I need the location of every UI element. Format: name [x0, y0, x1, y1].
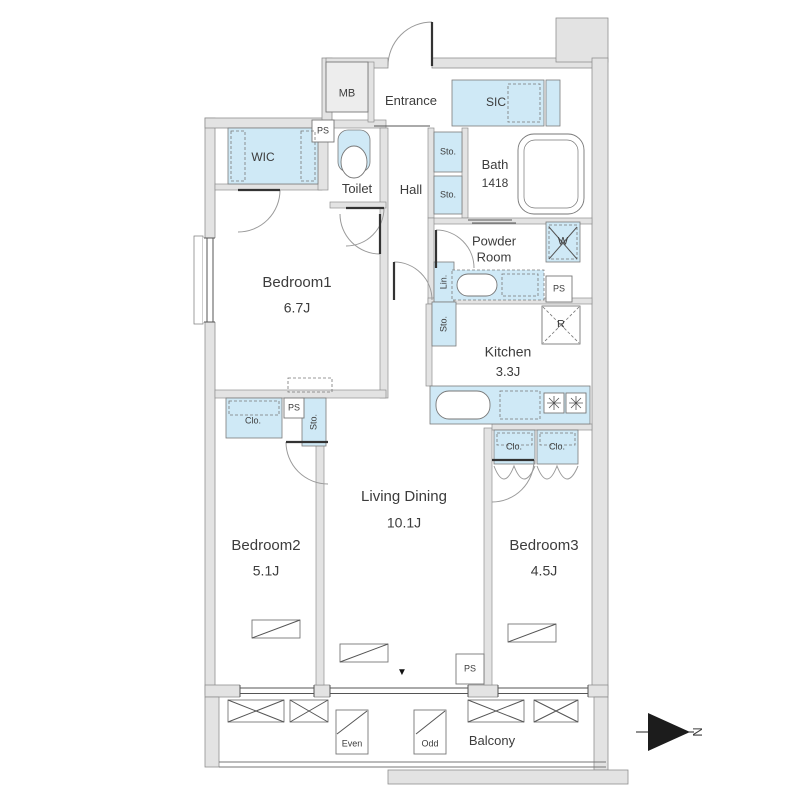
- storage-box-1: [433, 131, 463, 173]
- sto-label-3: Sto.: [438, 315, 449, 333]
- washbasin: [456, 273, 498, 297]
- entrance-door-arc: [387, 21, 433, 67]
- bedroom1-door-arc: [339, 213, 381, 255]
- even-label: Even: [341, 738, 363, 749]
- bedroom3-door-arc: [491, 459, 535, 503]
- bedroom1-name-label: Bedroom1: [262, 274, 332, 291]
- toilet-bowl: [340, 145, 368, 179]
- closet-bedroom3-a: [493, 429, 536, 465]
- storage-box-4: [301, 397, 327, 447]
- storage-box-2: [433, 175, 463, 215]
- closet-curtain-a: [493, 464, 536, 480]
- bedroom1-size-label: 6.7J: [283, 299, 311, 316]
- ps-label-2: PS: [552, 283, 566, 294]
- bedroom2-door-arc: [285, 441, 329, 485]
- kitchen-label: Kitchen: [484, 343, 532, 360]
- kitchen-sink: [435, 390, 491, 420]
- kitchen-size-label: 3.3J: [495, 364, 521, 380]
- section-pointer: ▼: [397, 667, 407, 678]
- powder-room-label: Powder Room: [471, 233, 517, 264]
- hall-door-arc: [393, 261, 433, 301]
- linen-label: Lin.: [438, 274, 449, 290]
- fixture-fills: [225, 79, 591, 465]
- balcony-railing: [219, 761, 606, 768]
- meter-box: [325, 61, 369, 113]
- bedroom3-size-label: 4.5J: [530, 562, 558, 579]
- bedroom2-size-label: 5.1J: [252, 562, 280, 579]
- living-dining-size-label: 10.1J: [386, 514, 422, 531]
- north-arrow-triangle: [648, 713, 690, 751]
- wic-area: [227, 127, 319, 185]
- living-dining-name-label: Living Dining: [361, 488, 447, 505]
- pipe-space-box-4: [455, 653, 485, 685]
- bath-label: Bath: [481, 157, 509, 173]
- interior-walls: [214, 61, 593, 686]
- hall-label: Hall: [399, 182, 423, 198]
- sic-area: [451, 79, 545, 127]
- toilet-label: Toilet: [341, 181, 373, 197]
- closet-bedroom2: [225, 397, 283, 439]
- wic-label: WIC: [251, 149, 275, 164]
- storage-box-3: [431, 301, 457, 347]
- window-sill: [193, 235, 204, 325]
- washer-label: W: [557, 235, 569, 248]
- north-label: N: [689, 727, 705, 737]
- powder-door-arc: [435, 229, 475, 269]
- balcony-label: Balcony: [468, 733, 516, 749]
- sic-label: SIC: [485, 94, 507, 109]
- clo-label-2: Clo.: [505, 441, 523, 452]
- closet-curtain-b: [536, 464, 579, 480]
- ps-label-3: PS: [287, 402, 301, 413]
- bedroom3-name-label: Bedroom3: [509, 537, 579, 554]
- windows: [203, 237, 589, 698]
- bedroom2-name-label: Bedroom2: [231, 537, 301, 554]
- dashed-details: [228, 83, 580, 446]
- wic-door-arc: [237, 189, 281, 233]
- odd-label: Odd: [421, 738, 439, 749]
- detail-lines: [227, 125, 583, 735]
- refrigerator-label: R: [557, 318, 565, 331]
- north-arrow: [636, 713, 694, 751]
- entrance-label: Entrance: [384, 93, 438, 109]
- bath-size-label: 1418: [481, 175, 509, 190]
- even-box: [335, 709, 369, 755]
- sto-label-2: Sto.: [439, 189, 457, 200]
- odd-box: [413, 709, 447, 755]
- toilet-door-arc: [345, 207, 385, 247]
- sto-label-4: Sto.: [308, 413, 319, 431]
- sto-label-1: Sto.: [439, 146, 457, 157]
- clo-label-3: Clo.: [548, 441, 566, 452]
- ps-label-1: PS: [316, 125, 330, 136]
- pipe-space-box-2: [545, 275, 573, 303]
- door-arcs: [237, 21, 579, 503]
- meter-box-label: MB: [338, 87, 356, 100]
- pipe-space-box-3: [283, 397, 305, 419]
- ps-label-4: PS: [463, 663, 477, 674]
- clo-label-1: Clo.: [244, 415, 262, 426]
- closet-bedroom3-b: [536, 429, 579, 465]
- bathtub: [517, 133, 585, 215]
